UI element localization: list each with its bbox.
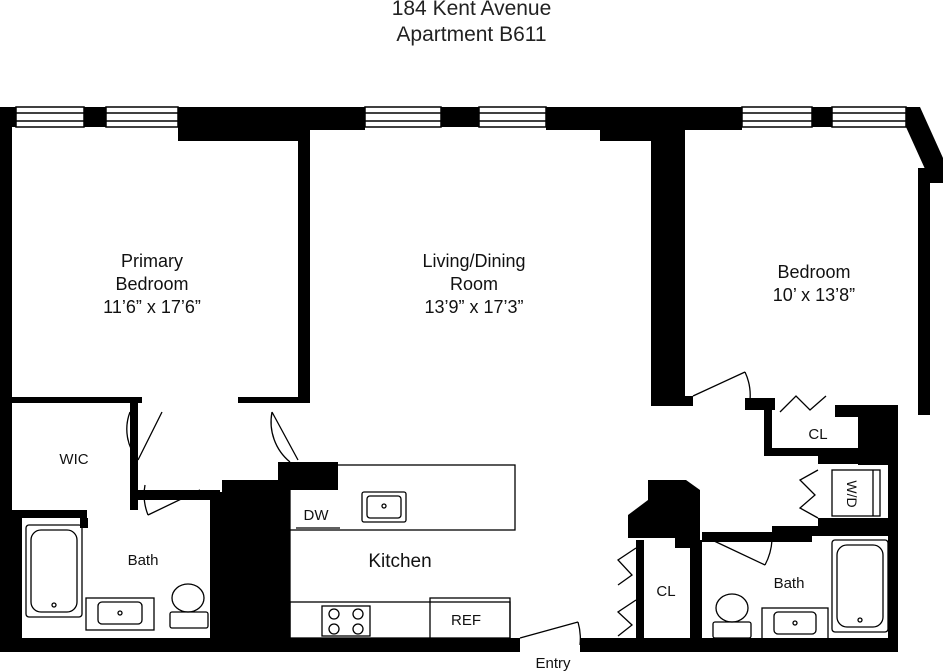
bathtub-right: [831, 539, 889, 633]
washer-dryer-label: W/D: [844, 480, 860, 507]
toilet-right: [715, 593, 749, 623]
bedroom-dims: 10’ x 13’8”: [773, 285, 855, 305]
washer-dryer: [831, 469, 881, 517]
walls: [0, 107, 943, 652]
dishwasher-label: DW: [304, 507, 330, 524]
bathtub-left: [25, 524, 83, 618]
kitchen-sink: [361, 491, 407, 523]
stove: [321, 605, 371, 637]
windows: [15, 106, 907, 128]
kitchen-fixtures: [289, 464, 516, 641]
room-labels: Primary Bedroom 11’6” x 17’6” Living/Din…: [59, 251, 860, 671]
refrigerator: [429, 597, 511, 641]
bedroom-line1: Bedroom: [777, 262, 850, 282]
bath-left-label: Bath: [128, 552, 159, 569]
primary-bedroom-line2: Bedroom: [115, 274, 188, 294]
toilet-left: [171, 583, 205, 613]
vanity-left: [85, 597, 155, 631]
plan-address: 184 Kent Avenue: [391, 0, 552, 20]
wic-label: WIC: [59, 451, 88, 468]
plan-unit: Apartment B611: [396, 23, 547, 46]
vanity-right: [761, 607, 829, 641]
living-dining-line2: Room: [450, 274, 498, 294]
bath-right-label: Bath: [774, 575, 805, 592]
primary-bedroom-dims: 11’6” x 17’6”: [103, 297, 201, 317]
kitchen-label: Kitchen: [368, 551, 431, 572]
doors: [126, 371, 827, 646]
closet-top-label: CL: [808, 426, 827, 443]
living-dining-line1: Living/Dining: [422, 251, 525, 271]
entry-label: Entry: [535, 655, 571, 671]
living-dining-dims: 13’9” x 17’3”: [424, 297, 523, 317]
closet-mid-label: CL: [656, 583, 675, 600]
kitchen-island: [289, 464, 516, 531]
refrigerator-label: REF: [451, 612, 481, 629]
primary-bedroom-line1: Primary: [121, 251, 183, 271]
bath-fixtures: [25, 469, 889, 641]
